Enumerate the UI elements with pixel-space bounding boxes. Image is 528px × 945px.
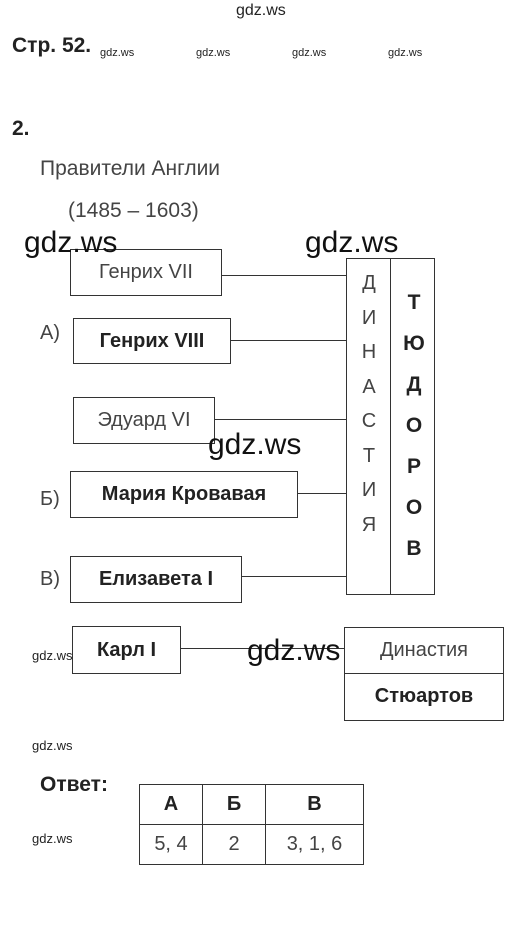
next-ruler-name: Карл I [96,638,157,661]
watermark-side: gdz.ws [32,648,73,663]
dynasty-stuart-box: Династия Стюартов [344,627,504,721]
connector-line [215,419,347,420]
ruler-box: Генрих VII [70,249,222,296]
dynasty-letter: А [362,375,376,398]
watermark-big: gdz.ws [247,634,341,667]
connector-line [231,340,347,341]
answer-header-row: А Б В [139,784,364,825]
dynasty-name-letter: Ю [403,332,425,355]
watermark-side: gdz.ws [32,738,73,753]
dynasty-stuart-name: Стюартов [374,685,474,707]
watermark-big: gdz.ws [305,226,399,259]
watermark-side: gdz.ws [32,831,73,846]
connector-line [181,648,344,649]
answer-table: А Б В 5, 4 2 3, 1, 6 [139,784,364,865]
dynasty-name-letter: Т [407,291,421,314]
watermark-header-3: gdz.ws [292,47,327,59]
dynasty-divider [390,259,391,594]
ruler-name: Эдуард VI [97,409,191,431]
answer-value-row: 5, 4 2 3, 1, 6 [139,824,364,865]
connector-line [298,493,347,494]
ruler-marker: В) [40,568,60,590]
answer-header-cell: В [265,784,364,825]
ruler-box: Мария Кровавая [70,471,298,518]
connector-line [222,275,347,276]
dynasty-letter: Д [362,272,376,294]
answer-value-cell: 5, 4 [139,824,203,865]
ruler-marker: Б) [40,488,60,510]
dynasty-word: Д И Н А С Т И Я [356,266,382,542]
dynasty-name-letter: Р [406,455,421,478]
dynasty-letter: И [361,306,377,329]
ruler-box: Елизавета I [70,556,242,603]
watermark-header-1: gdz.ws [100,47,135,59]
answer-header-cell: Б [202,784,266,825]
watermark-big: gdz.ws [24,226,118,259]
dynasty-letter: С [361,410,377,432]
watermark-big: gdz.ws [208,428,302,461]
ruler-box: Эдуард VI [73,397,215,444]
dynasty-name-letter: В [406,537,422,560]
ruler-name: Елизавета I [98,568,214,590]
ruler-box: Генрих VIII [73,318,231,364]
task-number: 2. [12,117,30,140]
dynasty-tudor-box [346,258,435,595]
dynasty-name-letter: Д [406,373,422,396]
next-ruler-box: Карл I [72,626,181,674]
diagram-title: Правители Англии [40,157,221,180]
dynasty-name: Т Ю Д О Р О В [400,282,428,569]
dynasty-name-letter: О [405,496,423,519]
page-title: Стр. 52. [12,34,92,57]
diagram-period: (1485 – 1603) [68,199,199,222]
answer-label: Ответ: [40,773,108,796]
connector-line [242,576,347,577]
dynasty-stuart-label: Династия [379,639,469,661]
dynasty-letter: Я [361,513,377,536]
dynasty-letter: Т [362,444,376,467]
answer-value-cell: 2 [202,824,266,865]
ruler-name: Генрих VIII [99,329,205,352]
watermark-header-4: gdz.ws [388,47,423,59]
ruler-name: Генрих VII [99,261,193,283]
dynasty-letter: Н [361,341,377,363]
answer-value-cell: 3, 1, 6 [265,824,364,865]
dynasty-stuart-divider [345,673,503,674]
ruler-name: Мария Кровавая [101,483,267,505]
answer-header-cell: А [139,784,203,825]
watermark-top: gdz.ws [236,2,286,19]
dynasty-name-letter: О [405,414,423,437]
watermark-header-2: gdz.ws [196,47,231,59]
ruler-marker: А) [40,322,60,344]
dynasty-letter: И [361,479,377,501]
